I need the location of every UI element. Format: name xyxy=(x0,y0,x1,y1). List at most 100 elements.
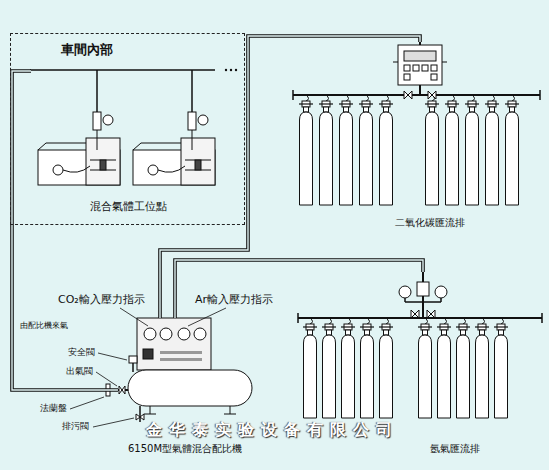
group-label: 混合氣體工位點 xyxy=(90,200,167,213)
gas-cylinder xyxy=(438,335,451,418)
gas-cylinder xyxy=(304,335,317,418)
part-label: Ar輸入壓力指示 xyxy=(195,293,273,306)
gas-cylinder xyxy=(299,95,313,205)
co2-controller xyxy=(393,62,447,63)
gas-cylinder xyxy=(506,112,519,205)
mixer-machine xyxy=(160,358,202,361)
gas-cylinder xyxy=(365,330,370,335)
gas-cylinder xyxy=(303,318,317,418)
gas-cylinder xyxy=(384,107,389,112)
co2-controller xyxy=(404,74,410,80)
gas-cylinder xyxy=(430,107,435,112)
gas-cylinder xyxy=(308,330,313,335)
workstation-cabinet xyxy=(103,115,113,125)
gas-cylinder xyxy=(494,326,508,327)
mixer-machine xyxy=(178,328,190,340)
gas-cylinder xyxy=(486,112,499,205)
workstation-pipe xyxy=(30,69,215,71)
gas-cylinder xyxy=(379,95,393,205)
gas-cylinder xyxy=(329,318,332,324)
leader-line xyxy=(188,308,226,326)
gas-cylinder xyxy=(339,95,353,205)
gas-cylinder xyxy=(324,107,329,112)
gas-cylinder xyxy=(501,318,504,324)
group-label: 二氧化碳匯流排 xyxy=(395,217,465,229)
mixer-machine xyxy=(132,363,134,372)
gas-cylinder xyxy=(360,112,373,205)
gas-cylinder xyxy=(450,107,455,112)
gas-pipe xyxy=(175,260,423,318)
group-label: 6150M型氣體混合配比機 xyxy=(128,443,242,455)
workstation-pipe xyxy=(191,70,193,112)
gas-cylinder xyxy=(342,335,355,418)
gas-cylinder xyxy=(323,335,336,418)
gas-cylinder xyxy=(367,318,370,324)
pipe-inner xyxy=(160,36,420,318)
gas-cylinder xyxy=(465,95,479,205)
gas-cylinder xyxy=(425,103,439,104)
mixer-machine xyxy=(194,328,206,340)
gas-cylinder xyxy=(494,318,508,418)
leader-line xyxy=(98,353,127,360)
co2-controller xyxy=(422,65,428,71)
gas-cylinder xyxy=(346,95,349,101)
gas-cylinder xyxy=(299,103,313,104)
mixer-machine xyxy=(119,386,125,394)
gas-cylinder xyxy=(492,95,495,101)
gas-cylinder xyxy=(470,107,475,112)
gas-cylinder xyxy=(475,326,489,327)
co2-controller xyxy=(404,51,436,61)
gas-cylinder xyxy=(485,95,499,205)
gas-cylinder xyxy=(346,330,351,335)
gas-cylinder xyxy=(418,326,432,327)
gas-cylinder xyxy=(300,112,313,205)
gas-cylinder xyxy=(425,95,439,205)
gas-cylinder xyxy=(379,103,393,104)
gas-cylinder xyxy=(380,112,393,205)
gas-cylinder xyxy=(364,107,369,112)
ar-regulator xyxy=(399,286,411,298)
gas-cylinder xyxy=(386,95,389,101)
gas-cylinder xyxy=(444,318,447,324)
gas-cylinder xyxy=(445,103,459,104)
workstation-pipe xyxy=(30,70,215,112)
gas-cylinder xyxy=(384,330,389,335)
mixer-machine xyxy=(136,414,144,420)
gas-pipe xyxy=(12,71,118,390)
gas-cylinder xyxy=(299,95,519,418)
gas-cylinder xyxy=(457,335,470,418)
mixer-machine xyxy=(144,328,156,340)
gas-cylinder xyxy=(505,95,519,205)
gas-cylinder xyxy=(442,330,447,335)
mixer-machine xyxy=(139,406,141,422)
co2-header xyxy=(404,91,436,99)
gas-cylinder xyxy=(359,95,373,205)
workstation-cabinet xyxy=(38,143,86,150)
workstation-cabinet xyxy=(195,160,201,170)
gas-cylinder xyxy=(359,103,373,104)
gas-cylinder xyxy=(380,335,393,418)
part-label: 法蘭盤 xyxy=(40,403,67,414)
co2-controller xyxy=(431,65,437,71)
gas-cylinder xyxy=(379,318,393,418)
workstation-cabinet xyxy=(185,130,211,170)
pipe-inner xyxy=(175,260,423,318)
gas-pipe xyxy=(160,36,420,318)
gas-cylinder xyxy=(341,326,355,327)
gas-cylinder xyxy=(437,326,451,327)
gas-cylinder xyxy=(485,103,499,104)
gas-cylinder xyxy=(361,335,374,418)
gas-cylinder xyxy=(322,318,336,418)
workstation-cabinet xyxy=(90,130,116,170)
gas-cylinder xyxy=(466,112,479,205)
gas-cylinder xyxy=(418,318,432,418)
workstation-cabinet xyxy=(181,138,215,185)
workstation-cabinet xyxy=(148,165,158,175)
mixer-machine xyxy=(143,349,153,359)
gas-cylinder xyxy=(348,318,351,324)
region-box: 車間內部混合氣體工位點 xyxy=(10,33,245,225)
part-label: CO₂輸入壓力指示 xyxy=(58,293,145,306)
gas-cylinder xyxy=(344,107,349,112)
